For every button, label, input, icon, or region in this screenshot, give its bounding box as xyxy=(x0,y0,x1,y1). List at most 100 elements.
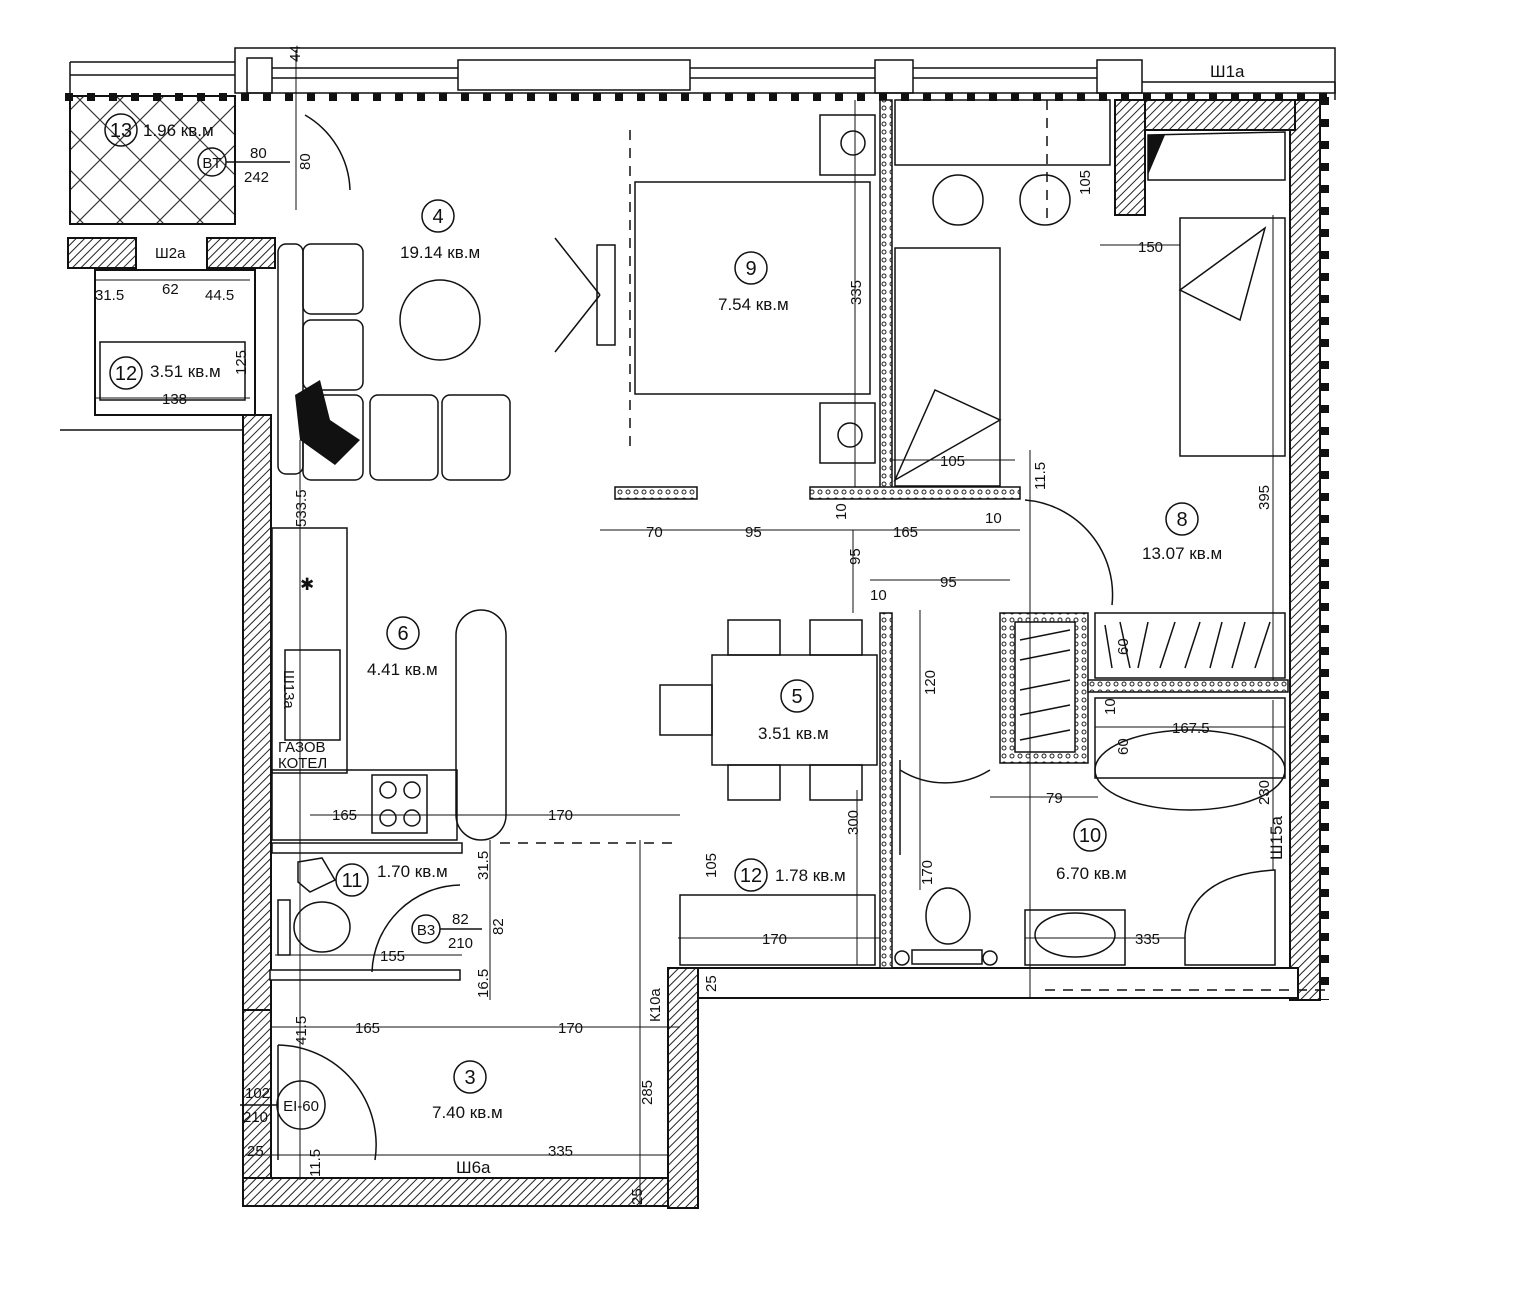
door-bt-width: 80 xyxy=(250,145,267,162)
room-3-area: 7.40 кв.м xyxy=(432,1103,503,1122)
boiler-label-line1: ГАЗОВ xyxy=(278,739,326,756)
room-13-number: 13 xyxy=(110,120,132,142)
dim-31-5-b: 31.5 xyxy=(475,851,492,880)
tags: BT 80 242 B3 82 210 EI-60 102 210 Ш1а Ш2… xyxy=(155,62,1286,1177)
dim-11-5-b: 11.5 xyxy=(307,1149,324,1177)
dim-335-b: 335 xyxy=(1135,931,1160,948)
dim-95-b: 95 xyxy=(847,548,864,565)
dim-95-a: 95 xyxy=(745,524,762,541)
door-tag-ei: EI-60 xyxy=(283,1098,319,1115)
boiler-label-line2: КОТЕЛ xyxy=(278,755,327,772)
wall-tag-k10a: К10а xyxy=(647,988,664,1022)
dim-25-b: 25 xyxy=(247,1143,264,1160)
room-labels: 13 1.96 кв.м 4 19.14 кв.м 9 7.54 кв.м 12… xyxy=(110,120,1222,1122)
walls xyxy=(242,99,1321,1209)
dim-335-c: 335 xyxy=(548,1143,573,1160)
room-9-area: 7.54 кв.м xyxy=(718,295,789,314)
dim-25-a: 25 xyxy=(703,975,720,992)
dim-79: 79 xyxy=(1046,790,1063,807)
dim-335-top: 335 xyxy=(848,280,865,305)
dim-95-c: 95 xyxy=(940,574,957,591)
room-4-area: 19.14 кв.м xyxy=(400,243,480,262)
room-10-number: 10 xyxy=(1079,825,1101,847)
door-b3-height: 210 xyxy=(448,935,473,952)
dim-105-bed: 105 xyxy=(940,453,965,470)
dim-170-a: 170 xyxy=(548,807,573,824)
dim-300: 300 xyxy=(845,810,862,835)
dim-165-a: 165 xyxy=(893,524,918,541)
dim-70: 70 xyxy=(646,524,663,541)
room-4-number: 4 xyxy=(432,206,443,228)
room-6-number: 6 xyxy=(397,623,408,645)
dim-62: 62 xyxy=(162,281,179,298)
dim-44-5: 44.5 xyxy=(205,287,234,304)
dim-230: 230 xyxy=(1256,780,1273,805)
room-9-number: 9 xyxy=(745,258,756,280)
dim-165-c: 165 xyxy=(355,1020,380,1037)
balcony-12 xyxy=(60,237,276,431)
dim-82: 82 xyxy=(490,918,507,935)
dim-165-b: 165 xyxy=(332,807,357,824)
room-10-area: 6.70 кв.м xyxy=(1056,864,1127,883)
dim-44: 44 xyxy=(287,45,304,62)
room-13-area: 1.96 кв.м xyxy=(143,121,214,140)
dim-16-5: 16.5 xyxy=(475,969,492,998)
dim-155: 155 xyxy=(380,948,405,965)
room-6-area: 4.41 кв.м xyxy=(367,660,438,679)
door-b3-width: 82 xyxy=(452,911,469,928)
dim-170-b: 170 xyxy=(919,860,936,885)
room-12a-number: 12 xyxy=(115,363,137,385)
door-tag-b3: B3 xyxy=(417,922,435,939)
room-5-area: 3.51 кв.м xyxy=(758,724,829,743)
wall-tag-sh15a: Ш15а xyxy=(1267,816,1286,860)
dim-10-a: 10 xyxy=(833,503,850,520)
dim-285: 285 xyxy=(639,1080,656,1105)
dim-11-5-bed: 11.5 xyxy=(1032,462,1049,490)
dim-80: 80 xyxy=(297,153,314,170)
wall-tag-sh6a: Ш6а xyxy=(456,1158,491,1177)
dim-105-top: 105 xyxy=(1077,170,1094,195)
dim-138: 138 xyxy=(162,391,187,408)
door-ei-width: 102 xyxy=(245,1085,270,1102)
door-bt-height: 242 xyxy=(244,169,269,186)
dim-31-5: 31.5 xyxy=(95,287,124,304)
fan-icon: ✱ xyxy=(300,575,314,594)
dim-10-b: 10 xyxy=(985,510,1002,527)
top-facade xyxy=(65,47,1336,1000)
dim-170-d: 170 xyxy=(558,1020,583,1037)
dim-170-c: 170 xyxy=(762,931,787,948)
dim-10-d: 10 xyxy=(1102,698,1119,715)
room-12a-area: 3.51 кв.м xyxy=(150,362,221,381)
dimension-labels: 44 80 335 105 150 31.5 62 44.5 125 138 1… xyxy=(95,45,1273,1205)
dim-125: 125 xyxy=(233,350,250,375)
room-11-number: 11 xyxy=(342,870,363,892)
room-11-area: 1.70 кв.м xyxy=(377,862,448,881)
dim-150: 150 xyxy=(1138,239,1163,256)
dim-25-c: 25 xyxy=(629,1188,646,1205)
dim-533-5: 533.5 xyxy=(293,489,310,527)
dim-167-5: 167.5 xyxy=(1172,720,1210,737)
dimension-lines xyxy=(95,50,1285,1205)
room-12b-area: 1.78 кв.м xyxy=(775,866,846,885)
dim-41-5: 41.5 xyxy=(293,1016,310,1045)
dim-120: 120 xyxy=(922,670,939,695)
furniture: ✱ xyxy=(271,99,1286,966)
wall-tag-sh1a: Ш1а xyxy=(1210,62,1245,81)
wall-tag-sh13a: Ш13а xyxy=(280,670,297,709)
dim-60-a: 60 xyxy=(1115,638,1132,655)
dim-60-b: 60 xyxy=(1115,738,1132,755)
room-12b-number: 12 xyxy=(740,865,762,887)
door-tag-bt: BT xyxy=(202,155,221,172)
room-circles xyxy=(104,113,1199,1094)
room-8-number: 8 xyxy=(1176,509,1187,531)
dim-10-c: 10 xyxy=(870,587,887,604)
door-tags xyxy=(197,147,482,1130)
door-swings xyxy=(277,114,1114,1161)
dim-395: 395 xyxy=(1256,485,1273,510)
dashed-lines xyxy=(500,100,1330,991)
balcony-13 xyxy=(69,61,236,225)
wardrobe-hangers xyxy=(1019,621,1271,741)
room-3-number: 3 xyxy=(464,1067,475,1089)
wall-tag-sh2a: Ш2а xyxy=(155,245,186,262)
